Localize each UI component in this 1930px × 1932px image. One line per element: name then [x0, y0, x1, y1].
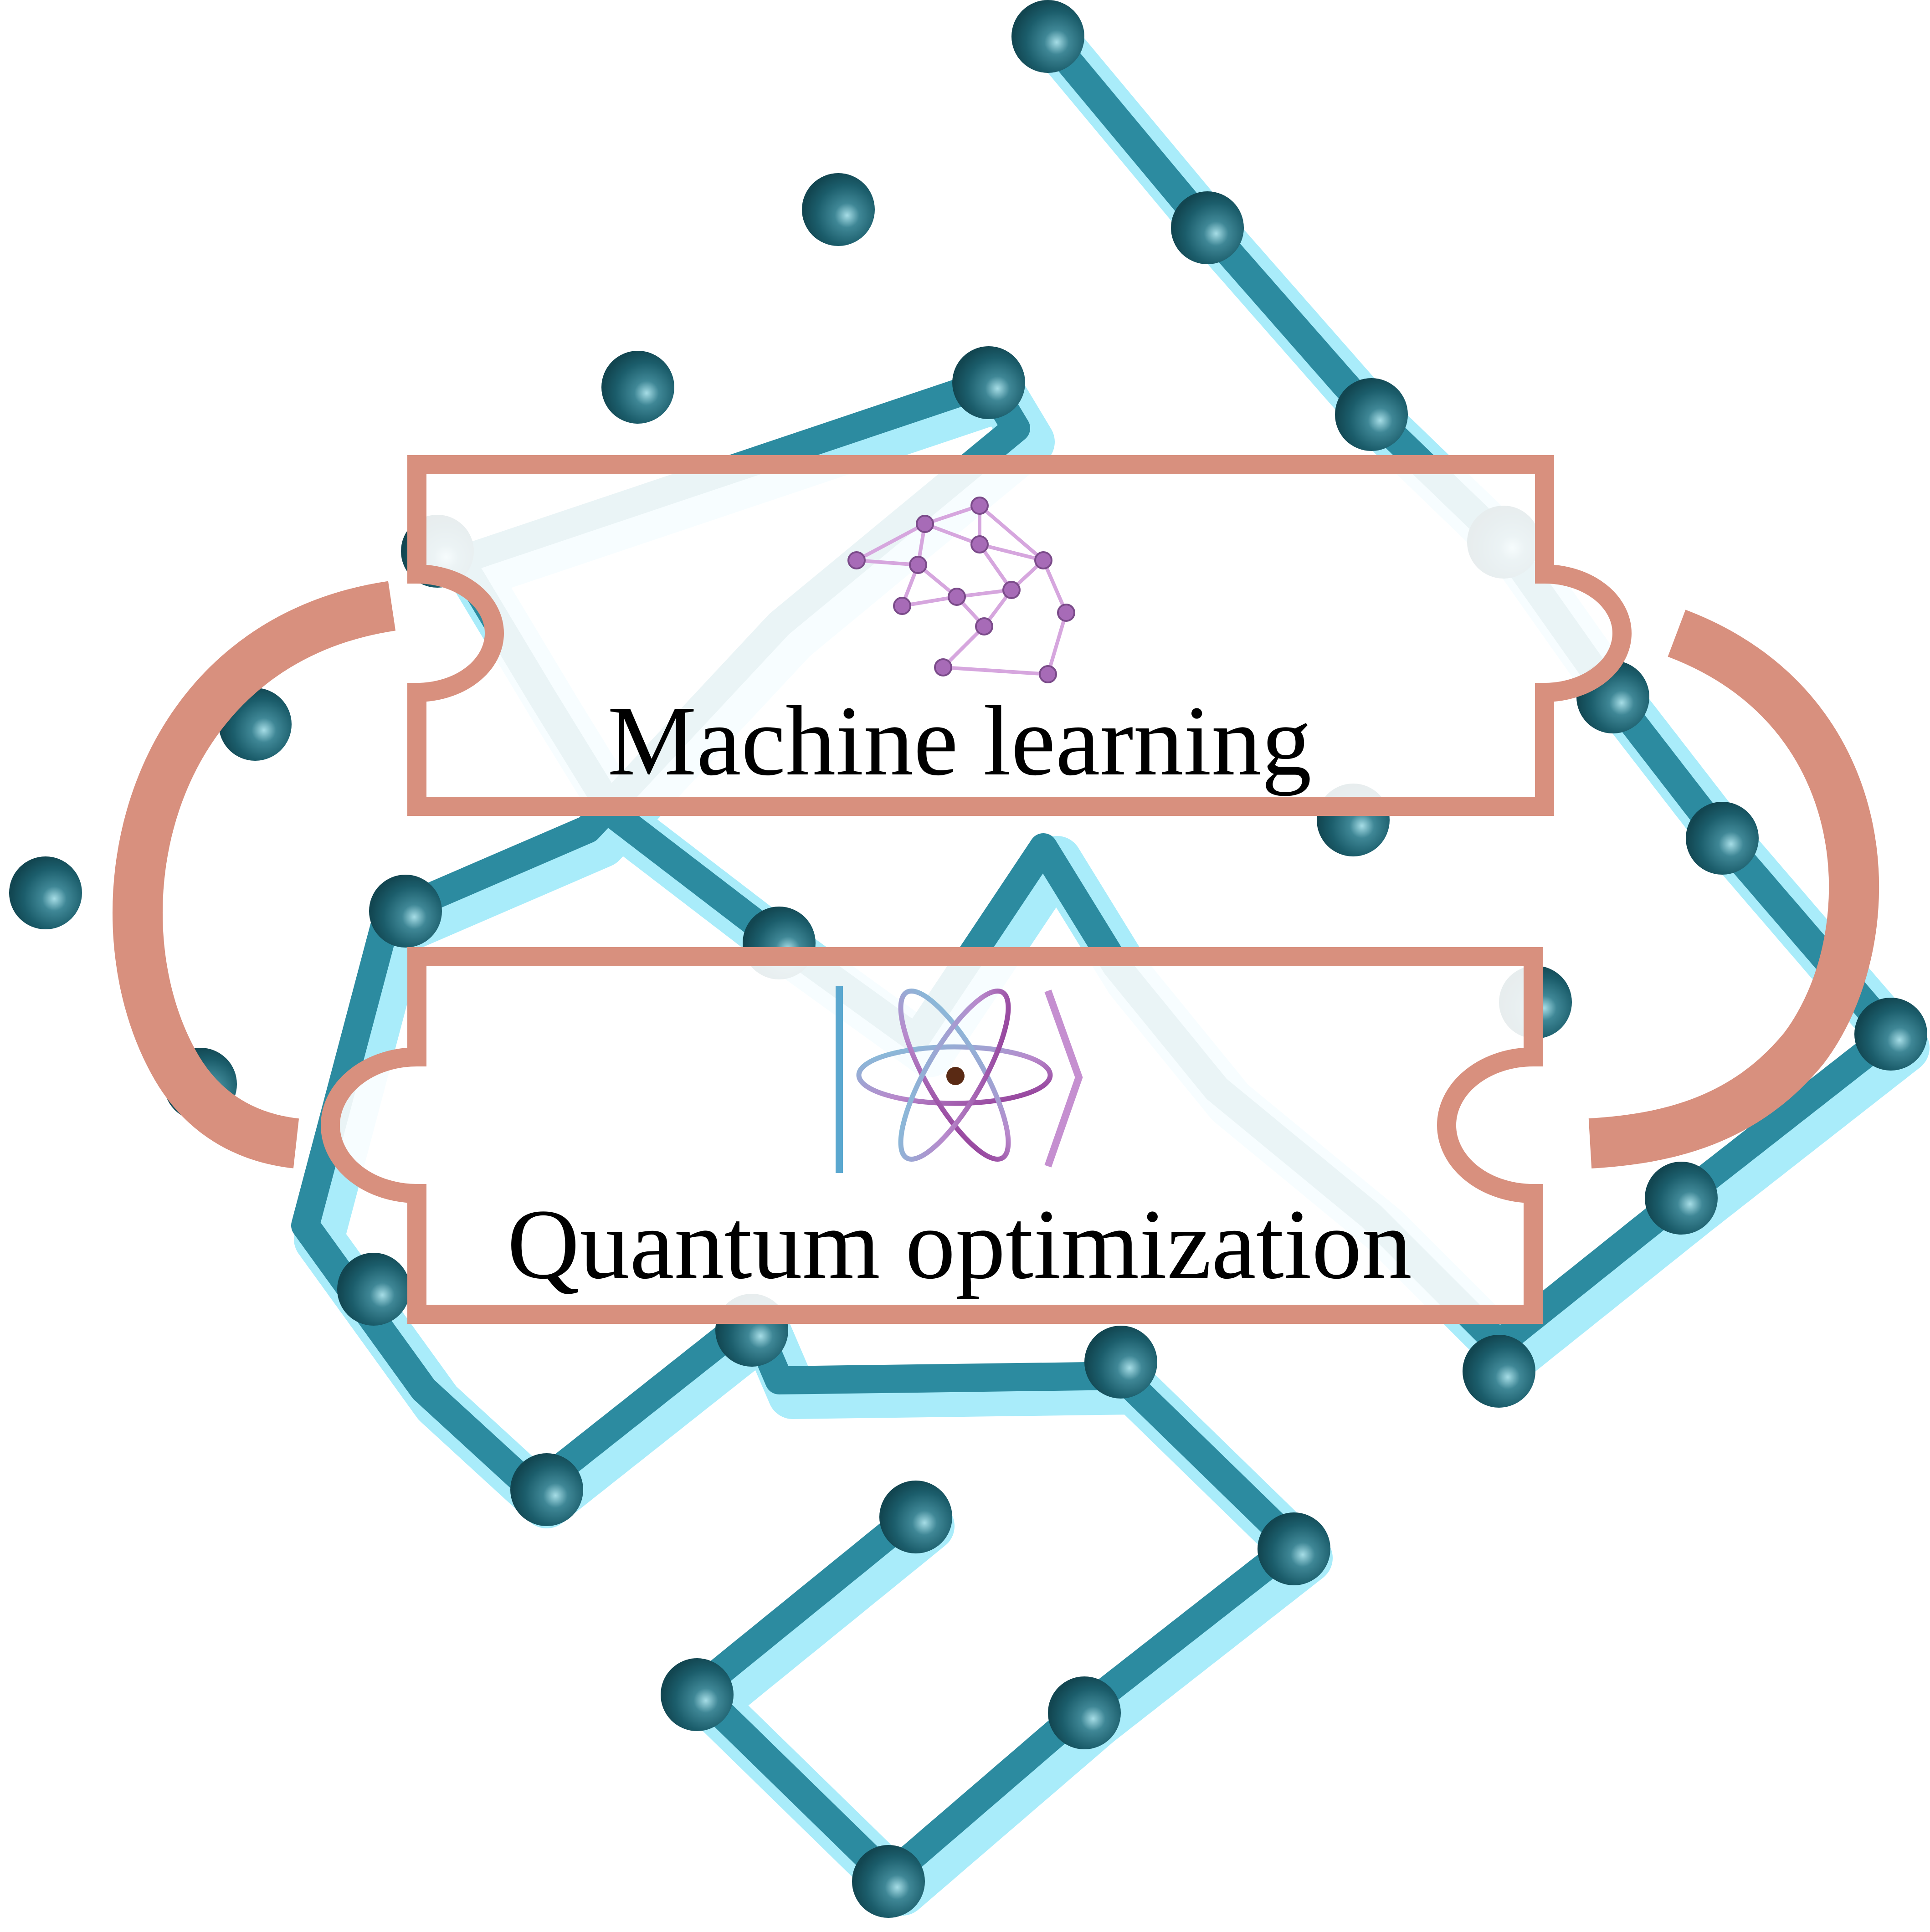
chain-bead	[1854, 998, 1927, 1071]
chain-bead	[9, 856, 82, 929]
machine-learning-label: Machine learning	[607, 685, 1311, 796]
chain-bead	[852, 1845, 925, 1918]
quantum-ket-atom-icon	[836, 986, 1083, 1173]
chain-bead	[1011, 0, 1084, 73]
network-node	[1039, 665, 1057, 683]
network-node	[970, 535, 989, 553]
machine-learning-card-frame	[407, 455, 1632, 816]
network-node	[893, 597, 911, 615]
neural-network-nodes	[847, 497, 1075, 683]
atom-icon	[856, 989, 1053, 1162]
network-node	[847, 551, 866, 569]
chain-bead	[1048, 1676, 1121, 1749]
machine-learning-card: Machine learning	[407, 455, 1632, 816]
atom-nucleus	[946, 1067, 965, 1085]
chain-bead	[661, 1658, 734, 1731]
atom-orbit	[898, 989, 1011, 1162]
network-node	[916, 515, 934, 533]
network-node	[970, 497, 989, 515]
chain-bead	[1335, 378, 1408, 451]
network-node	[1057, 604, 1075, 622]
chain-bead	[952, 346, 1025, 419]
network-node	[948, 588, 966, 606]
chain-bead	[879, 1481, 952, 1553]
quantum-optimization-label: Quantum optimization	[507, 1189, 1412, 1300]
chain-bead	[1171, 191, 1244, 264]
network-node	[975, 617, 993, 635]
chain-bead	[369, 875, 442, 948]
chain-bead	[1645, 1162, 1718, 1235]
quantum-optimization-card: Quantum optimization	[321, 947, 1543, 1324]
chain-bead	[337, 1253, 410, 1326]
quantum-optimization-card-frame	[321, 947, 1543, 1324]
chain-bead	[1258, 1512, 1330, 1585]
chain-bead	[601, 351, 674, 424]
ket-angle	[1044, 989, 1083, 1168]
chain-bead	[510, 1453, 583, 1526]
left-cycle-arc	[113, 581, 396, 1168]
cycle-arrows	[113, 581, 1879, 1168]
atom-orbit	[856, 1044, 1053, 1106]
right-cycle-arc	[1588, 610, 1879, 1168]
chain-bead	[802, 173, 875, 246]
network-node	[934, 658, 952, 676]
network-node	[1002, 581, 1021, 599]
network-node	[1034, 551, 1052, 569]
network-node	[909, 556, 927, 574]
chain-bead	[1686, 802, 1759, 875]
atom-orbit	[898, 989, 1011, 1162]
chain-bead	[1084, 1326, 1157, 1399]
chain-bead	[1463, 1335, 1535, 1408]
